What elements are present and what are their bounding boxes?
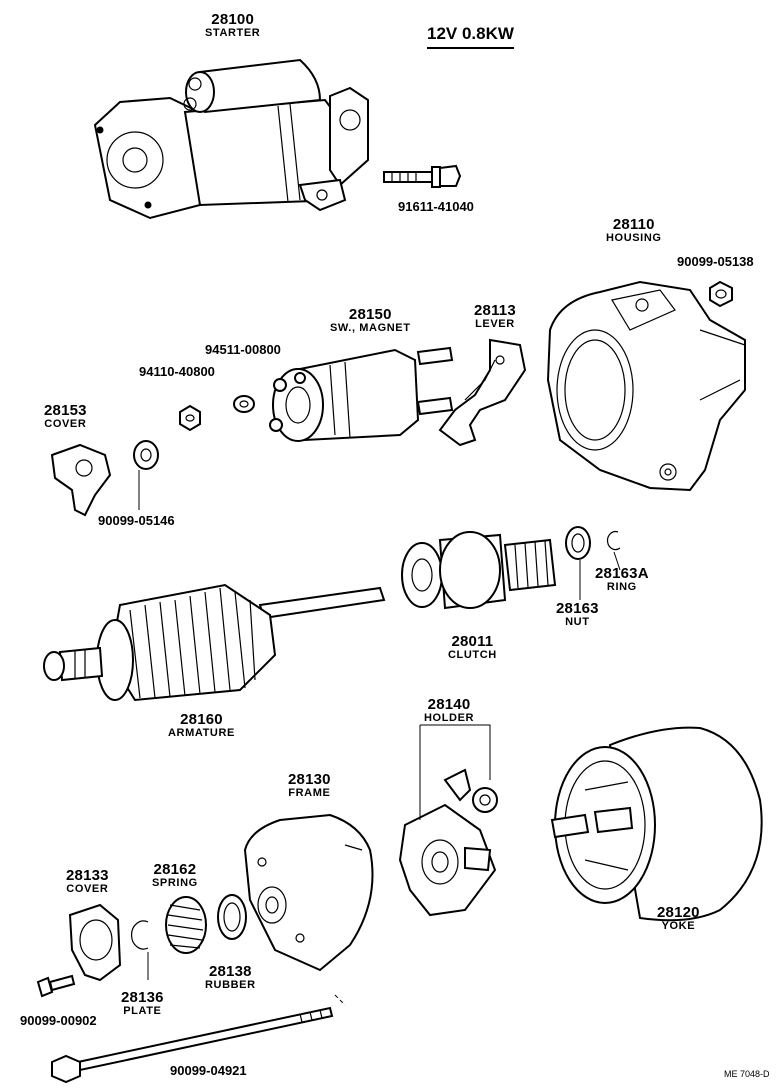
- part-label-clutch: 28011 CLUTCH: [448, 634, 497, 661]
- spec-label: 12V 0.8KW: [427, 24, 514, 49]
- part-label-armature: 28160 ARMATURE: [168, 712, 235, 739]
- part-number: 28138: [208, 963, 252, 980]
- bolt-91611-41040-drawing: [383, 164, 462, 188]
- part-name: PLATE: [123, 1005, 162, 1017]
- part-name: RUBBER: [205, 979, 256, 991]
- clutch-drawing: [401, 531, 557, 610]
- part-label-magnet-switch: 28150 SW., MAGNET: [330, 307, 411, 334]
- part-label-cover-28153: 28153 COVER: [44, 403, 87, 430]
- part-label-ring: 28163A RING: [595, 566, 649, 593]
- part-label-rubber: 28138 RUBBER: [205, 964, 256, 991]
- part-label-plate: 28136 PLATE: [121, 990, 164, 1017]
- part-number: 28153: [44, 402, 87, 419]
- part-90099-05146-drawing: [133, 440, 159, 510]
- nut-94110-40800-drawing: [179, 404, 201, 432]
- part-name: YOKE: [661, 920, 696, 932]
- ring-28163a-drawing: [606, 530, 621, 571]
- part-number: 28150: [348, 306, 392, 323]
- holder-drawing: [398, 724, 498, 917]
- hardware-label: 94511-00800: [205, 342, 281, 357]
- part-number: 28113: [474, 302, 516, 319]
- part-number: 28133: [66, 867, 109, 884]
- hardware-label: 90099-04921: [170, 1063, 247, 1078]
- hardware-label: 91611-41040: [398, 199, 474, 214]
- cover-28133-drawing: [68, 903, 122, 982]
- magnet-switch-drawing: [269, 346, 454, 442]
- drawing-code: ME 7048-D: [724, 1069, 770, 1079]
- screw-90099-00902-drawing: [36, 974, 76, 998]
- part-name: FRAME: [288, 787, 331, 799]
- part-label-yoke: 28120 YOKE: [657, 905, 700, 932]
- part-label-housing: 28110 HOUSING: [606, 217, 662, 244]
- armature-drawing: [43, 583, 386, 702]
- part-name: HOLDER: [424, 712, 475, 724]
- part-label-starter: 28100 STARTER: [205, 12, 260, 39]
- part-label-frame: 28130 FRAME: [288, 772, 331, 799]
- part-number: 28011: [451, 633, 494, 650]
- part-number: 28163: [556, 600, 599, 617]
- hardware-label: 94110-40800: [139, 364, 215, 379]
- part-name: HOUSING: [606, 232, 662, 244]
- cover-28153-drawing: [50, 443, 112, 517]
- part-label-spring: 28162 SPRING: [152, 862, 198, 889]
- washer-94511-00800-drawing: [233, 395, 255, 413]
- part-number: 28120: [657, 904, 700, 921]
- part-name: CLUTCH: [448, 649, 497, 661]
- bolt-90099-04921-drawing: [51, 994, 346, 1084]
- part-number: 28110: [612, 216, 655, 233]
- part-name: NUT: [565, 616, 590, 628]
- yoke-drawing: [550, 726, 763, 922]
- part-name: COVER: [44, 418, 87, 430]
- part-name: ARMATURE: [168, 727, 235, 739]
- frame-drawing: [243, 813, 374, 972]
- part-name: LEVER: [475, 318, 515, 330]
- starter-assembly-drawing: [93, 58, 369, 220]
- lever-drawing: [438, 338, 527, 447]
- hardware-label: 90099-05138: [677, 254, 754, 269]
- part-number: 28130: [288, 771, 331, 788]
- part-number: 28136: [121, 989, 164, 1006]
- housing-drawing: [546, 280, 746, 492]
- part-label-nut-28163: 28163 NUT: [556, 601, 599, 628]
- part-name: SPRING: [152, 877, 198, 889]
- part-number: 28162: [153, 861, 197, 878]
- spring-28162-drawing: [165, 896, 207, 954]
- part-name: COVER: [66, 883, 109, 895]
- part-number: 28100: [211, 11, 255, 28]
- part-number: 28140: [427, 696, 471, 713]
- part-number: 28163A: [595, 565, 649, 582]
- nut-90099-05138-drawing: [709, 280, 733, 308]
- part-label-holder: 28140 HOLDER: [424, 697, 474, 724]
- part-label-lever: 28113 LEVER: [474, 303, 516, 330]
- rubber-28138-drawing: [217, 894, 247, 940]
- part-name: RING: [606, 581, 637, 593]
- part-name: SW., MAGNET: [330, 322, 411, 334]
- part-label-cover-28133: 28133 COVER: [66, 868, 109, 895]
- plate-28136-drawing: [130, 920, 149, 980]
- part-name: STARTER: [205, 27, 261, 39]
- nut-28163-drawing: [565, 526, 591, 600]
- hardware-label: 90099-05146: [98, 513, 175, 528]
- hardware-label: 90099-00902: [20, 1013, 97, 1028]
- part-number: 28160: [180, 711, 223, 728]
